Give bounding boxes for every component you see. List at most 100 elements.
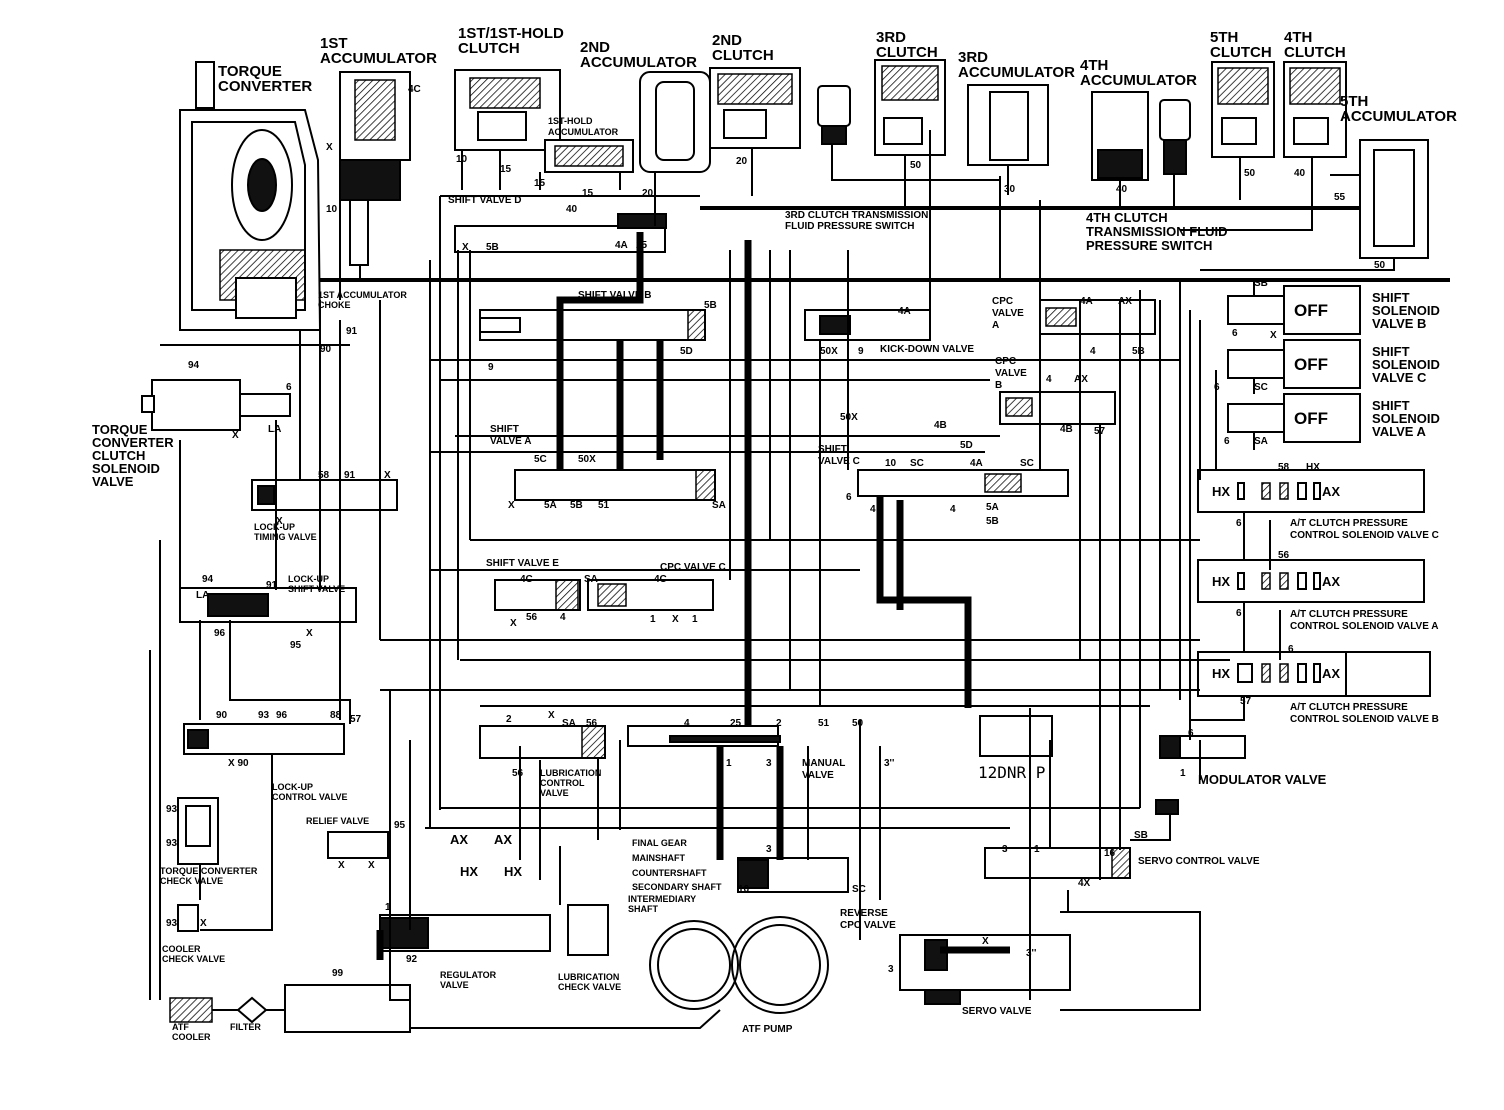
port-label: X xyxy=(232,430,239,441)
port-label: 4X xyxy=(1078,878,1091,889)
fluid-lines xyxy=(149,130,1450,1029)
shift-valve-c-label: SHIFT xyxy=(818,444,847,455)
servo-valve-label: SERVO VALVE xyxy=(962,1006,1032,1017)
shift-solenoid-a xyxy=(1227,393,1361,443)
port-label: SB xyxy=(1134,830,1148,841)
port-label: 20 xyxy=(736,156,748,167)
port-label: 58 xyxy=(1278,462,1290,473)
atf-cooler xyxy=(169,997,213,1023)
third-clutch-label: 3RD xyxy=(876,29,906,46)
fourth-clutch xyxy=(1283,61,1347,158)
shift-solenoid-c-label: SOLENOID xyxy=(1372,357,1440,372)
solenoid-c-state: OFF xyxy=(1294,355,1328,374)
port-label: 95 xyxy=(290,640,302,651)
second-clutch xyxy=(709,67,801,149)
lubrication-check-valve xyxy=(567,904,609,956)
port-label: 6 xyxy=(1232,328,1238,339)
port-label: 50 xyxy=(910,160,922,171)
port-label: 55 xyxy=(1334,192,1346,203)
fifth-accumulator-label: 5TH xyxy=(1340,93,1368,110)
solenoid-a-state: OFF xyxy=(1294,409,1328,428)
port-label: 6 xyxy=(1236,518,1242,529)
kick-down-valve xyxy=(804,309,931,341)
intermediary-shaft-label: INTERMEDIARY xyxy=(628,894,696,904)
atc-pressure-solenoid-c xyxy=(1197,469,1425,513)
port-label: AX xyxy=(450,832,468,847)
port-label: 3'' xyxy=(1026,948,1036,959)
shift-valve-a-label: VALVE A xyxy=(490,436,531,447)
tcc-solenoid-label: SOLENOID xyxy=(92,461,160,476)
port-label: AX xyxy=(1118,296,1132,307)
lockup-timing-valve xyxy=(251,479,398,511)
port-label: LA xyxy=(268,424,281,435)
fifth-clutch xyxy=(1211,61,1275,158)
tc-check-valve-label: TORQUE CONVERTER xyxy=(160,866,258,876)
port-label: 6 xyxy=(1214,382,1220,393)
port-label: 90 xyxy=(320,344,332,355)
atf-pump xyxy=(649,916,829,1014)
first-hold-clutch xyxy=(454,69,561,151)
port-label: 4A xyxy=(970,458,983,469)
second-accumulator-label: ACCUMULATOR xyxy=(580,54,697,71)
port-label: 5A xyxy=(544,500,557,511)
fourth-accumulator-label: ACCUMULATOR xyxy=(1080,72,1197,89)
fourth-clutch-label: 4TH xyxy=(1284,29,1312,46)
port-label: 1 xyxy=(385,902,391,913)
tcc-solenoid-label: CLUTCH xyxy=(92,448,145,463)
countershaft-label: COUNTERSHAFT xyxy=(632,868,707,878)
shift-valve-a-label: SHIFT xyxy=(490,424,519,435)
port-label: 15 xyxy=(500,164,512,175)
port-label: 56 xyxy=(1278,550,1290,561)
fourth-clutch-switch xyxy=(1159,99,1191,175)
torque-converter-label: TORQUE xyxy=(218,63,282,80)
cpc-valve-a-label: A xyxy=(992,320,999,331)
shift-solenoid-c xyxy=(1227,339,1361,389)
port-label: 5B xyxy=(986,516,999,527)
lockup-timing-valve-label: LOCK-UP xyxy=(254,522,295,532)
servo-valve xyxy=(899,911,1201,1011)
port-label: 3 xyxy=(1002,844,1008,855)
relief-valve-label: RELIEF VALVE xyxy=(306,816,369,826)
modulator-valve-label: MODULATOR VALVE xyxy=(1198,772,1327,787)
cpc-valve-c-label: CPC VALVE C xyxy=(660,562,726,573)
port-label: 3'' xyxy=(884,758,894,769)
shift-valve-c-label: VALVE C xyxy=(818,456,860,467)
shift-valve-b-label: SHIFT VALVE B xyxy=(578,290,652,301)
port-label: 3 xyxy=(766,758,772,769)
port-label: SA xyxy=(584,574,598,585)
shift-solenoid-b-label: VALVE B xyxy=(1372,316,1426,331)
third-accumulator xyxy=(967,84,1049,166)
port-label: 51 xyxy=(818,718,830,729)
filter xyxy=(236,996,268,1024)
port-label: 16 xyxy=(1104,848,1116,859)
lockup-control-valve-label: LOCK-UP xyxy=(272,782,313,792)
port-label: 3 xyxy=(888,964,894,975)
lockup-shift-valve-label: SHIFT VALVE xyxy=(288,584,345,594)
port-label: 57 xyxy=(1240,696,1252,707)
shift-valve-e-label: SHIFT VALVE E xyxy=(486,558,559,569)
port-label: 57 xyxy=(1094,426,1106,437)
shift-solenoid-b-label: SOLENOID xyxy=(1372,303,1440,318)
port-label: AX xyxy=(1322,574,1340,589)
cpc-valve-a xyxy=(1039,299,1156,335)
port-label: 2 xyxy=(506,714,512,725)
modulator-valve xyxy=(1155,735,1246,815)
port-label: 4C xyxy=(408,84,421,95)
tcc-solenoid xyxy=(141,379,291,431)
port-label: 6 xyxy=(1188,728,1194,739)
port-label: X xyxy=(326,142,333,153)
intermediary-shaft-label: SHAFT xyxy=(628,904,658,914)
port-label: 3 xyxy=(766,844,772,855)
port-label: 30 xyxy=(1004,184,1016,195)
port-label: 56 xyxy=(586,718,598,729)
first-hold-accumulator-label: 1ST-HOLD xyxy=(548,116,593,126)
port-label: 94 xyxy=(202,574,214,585)
port-label: 99 xyxy=(332,968,344,979)
port-label: 4B xyxy=(1060,424,1073,435)
lubrication-control-valve xyxy=(479,725,606,759)
atc-pressure-a-label: A/T CLUTCH PRESSURE xyxy=(1290,609,1408,620)
port-label: SA xyxy=(1254,436,1268,447)
servo-control-valve-label: SERVO CONTROL VALVE xyxy=(1138,856,1260,867)
reverse-cpc-valve-label: REVERSE xyxy=(840,908,888,919)
first-accumulator-choke-label: CHOKE xyxy=(318,300,351,310)
